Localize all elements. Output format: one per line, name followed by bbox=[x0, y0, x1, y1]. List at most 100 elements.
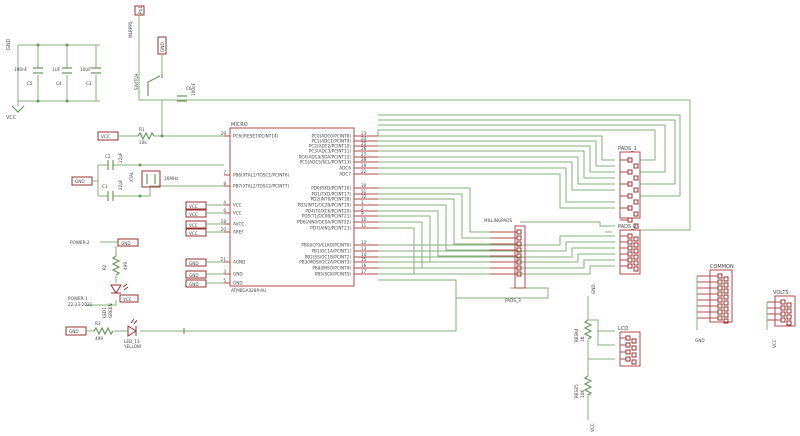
switch-name: SWITCH bbox=[134, 74, 139, 90]
vcc-port-led1[interactable] bbox=[119, 294, 139, 303]
r2-name: R2 bbox=[102, 264, 107, 270]
mcu-right-pin-number: 28 bbox=[361, 157, 367, 162]
header-pin bbox=[723, 282, 729, 288]
mcu-right-pin-name: PC0(ADC0/PCINT8) bbox=[311, 134, 351, 139]
vcc-port-led1-label: VCC bbox=[123, 297, 132, 302]
crystal-body bbox=[141, 170, 161, 188]
mcu-left-pin-number: 20 bbox=[221, 227, 227, 232]
c5-name: C5 bbox=[27, 81, 33, 86]
header-pin bbox=[723, 288, 729, 294]
mcu-right-pin-name: PD7(AIN1/PCINT23) bbox=[310, 226, 351, 231]
xtal-freq: 16MHz bbox=[164, 176, 179, 181]
header-pin bbox=[631, 352, 637, 358]
header-pin bbox=[723, 276, 729, 282]
common-header bbox=[709, 269, 733, 323]
led13-color: YELLOW bbox=[123, 344, 141, 349]
mcu-right-pin-number: 17 bbox=[361, 269, 367, 274]
gnd-port-xtal-label: GND bbox=[75, 179, 85, 184]
header-pin bbox=[717, 315, 723, 321]
mcu-right-pin-name: PD1(TXD/PCINT17) bbox=[312, 192, 352, 197]
gnd-port-2-label: GND bbox=[189, 273, 199, 278]
header-pin bbox=[780, 305, 786, 311]
c4-value: 1UF bbox=[52, 67, 61, 72]
header-pin bbox=[780, 317, 786, 323]
led13-name: LED_13 bbox=[124, 339, 140, 344]
mcu-right-pin-name: ADC7 bbox=[339, 172, 351, 177]
mcu-right-pin-name: PB1(OC1A/PCINT1) bbox=[311, 249, 351, 254]
gnd-port-power2[interactable] bbox=[117, 238, 139, 247]
mcu-right-pin-number: 22 bbox=[361, 169, 367, 174]
header-pin bbox=[723, 312, 729, 318]
mcu-body bbox=[229, 127, 355, 287]
mcu-left-pin-number: 21 bbox=[221, 257, 227, 262]
power1-sub: 22-23-2021 bbox=[68, 302, 93, 307]
header-pin bbox=[723, 294, 729, 300]
gnd-port-3-label: GND bbox=[189, 282, 199, 287]
mcu-left-pin-number: 29 bbox=[221, 131, 227, 136]
header-pin bbox=[633, 236, 639, 242]
header-pin bbox=[723, 318, 729, 324]
signal-routing bbox=[377, 114, 681, 299]
header-pin bbox=[627, 157, 633, 163]
mcu-left-pin-number: 5 bbox=[223, 278, 226, 283]
mcu-right-pin-name: PD6(AIN0/OC0A/PCINT22) bbox=[297, 220, 351, 225]
mcu-right-pin-number: 25 bbox=[361, 141, 367, 146]
led1-color: GREEN bbox=[108, 303, 113, 318]
c1-name: C1 bbox=[102, 184, 108, 189]
mcu-right-pin-name: PB3(MOSI/OC2A/PCINT3) bbox=[299, 260, 351, 265]
r3-name: R3 bbox=[95, 321, 101, 326]
header-pin bbox=[625, 342, 631, 348]
mcu-left-pin-name: GND bbox=[233, 272, 243, 277]
mcu-left-pin-name: GND bbox=[233, 281, 243, 286]
gnd-label-decoupling: GND bbox=[6, 38, 12, 50]
c6-name: C6 bbox=[186, 86, 192, 91]
mcu-left-pin-name: PB6(XTAL1/TOSC1/PCINT6) bbox=[233, 173, 290, 178]
header-pin bbox=[627, 257, 633, 263]
led1-name: LED1 bbox=[102, 307, 107, 318]
header-pin bbox=[717, 297, 723, 303]
pads3-label: PADS_3 bbox=[505, 298, 521, 303]
r3-value: 499 bbox=[95, 336, 103, 341]
header-pin bbox=[627, 233, 633, 239]
header-pin bbox=[633, 187, 639, 193]
gnd-port-1-label: GND bbox=[189, 261, 199, 266]
c2-value: 22pF bbox=[118, 152, 123, 163]
header-pin bbox=[627, 193, 633, 199]
header-pin bbox=[625, 356, 631, 362]
mcu-right-pin-name: PC2(ADC2/PCINT10) bbox=[309, 144, 352, 149]
mlr-pin: P$1 bbox=[138, 6, 143, 14]
header-pin bbox=[633, 163, 639, 169]
c3-value: 10UF bbox=[80, 67, 91, 72]
vcc-port-1-label: VCC bbox=[189, 204, 198, 209]
r4-value: 1K bbox=[580, 336, 585, 342]
header-pin bbox=[633, 223, 639, 229]
header-pin bbox=[786, 302, 792, 308]
lcd-header bbox=[619, 331, 641, 367]
mcu-right-pin-number: 23 bbox=[361, 131, 367, 136]
header-pin bbox=[786, 320, 792, 326]
mcu-right-pin-name: PB5(SCK/PCINT5) bbox=[315, 272, 351, 277]
vcc-port-4-label: VCC bbox=[189, 231, 198, 236]
mcu-left-pin-number: 6 bbox=[223, 208, 226, 213]
header-pin bbox=[516, 229, 522, 235]
led1-symbol bbox=[110, 284, 122, 294]
header-pin bbox=[627, 181, 633, 187]
mlr-name: MLRPPS bbox=[128, 21, 133, 38]
mcu-right-pin-number: 24 bbox=[361, 136, 367, 141]
r1-name: R1 bbox=[139, 127, 145, 132]
c4-name: C4 bbox=[56, 81, 62, 86]
gnd-port-top-label: GND bbox=[160, 42, 165, 52]
header-pin bbox=[786, 308, 792, 314]
header-pin bbox=[627, 169, 633, 175]
pads2-pins bbox=[620, 233, 639, 272]
mcu-left-pin-name: VCC bbox=[233, 203, 242, 208]
mcu-right-pin-number: 12 bbox=[361, 240, 367, 245]
gnd-port-led13-label: GND bbox=[69, 329, 79, 334]
mcu-right-pin-number: 32 bbox=[361, 194, 367, 199]
decoupling-network bbox=[11, 43, 101, 113]
header-pin bbox=[717, 273, 723, 279]
power1-label: POWER-1 bbox=[68, 296, 88, 301]
mcu-left-pin-number: 18 bbox=[221, 219, 227, 224]
